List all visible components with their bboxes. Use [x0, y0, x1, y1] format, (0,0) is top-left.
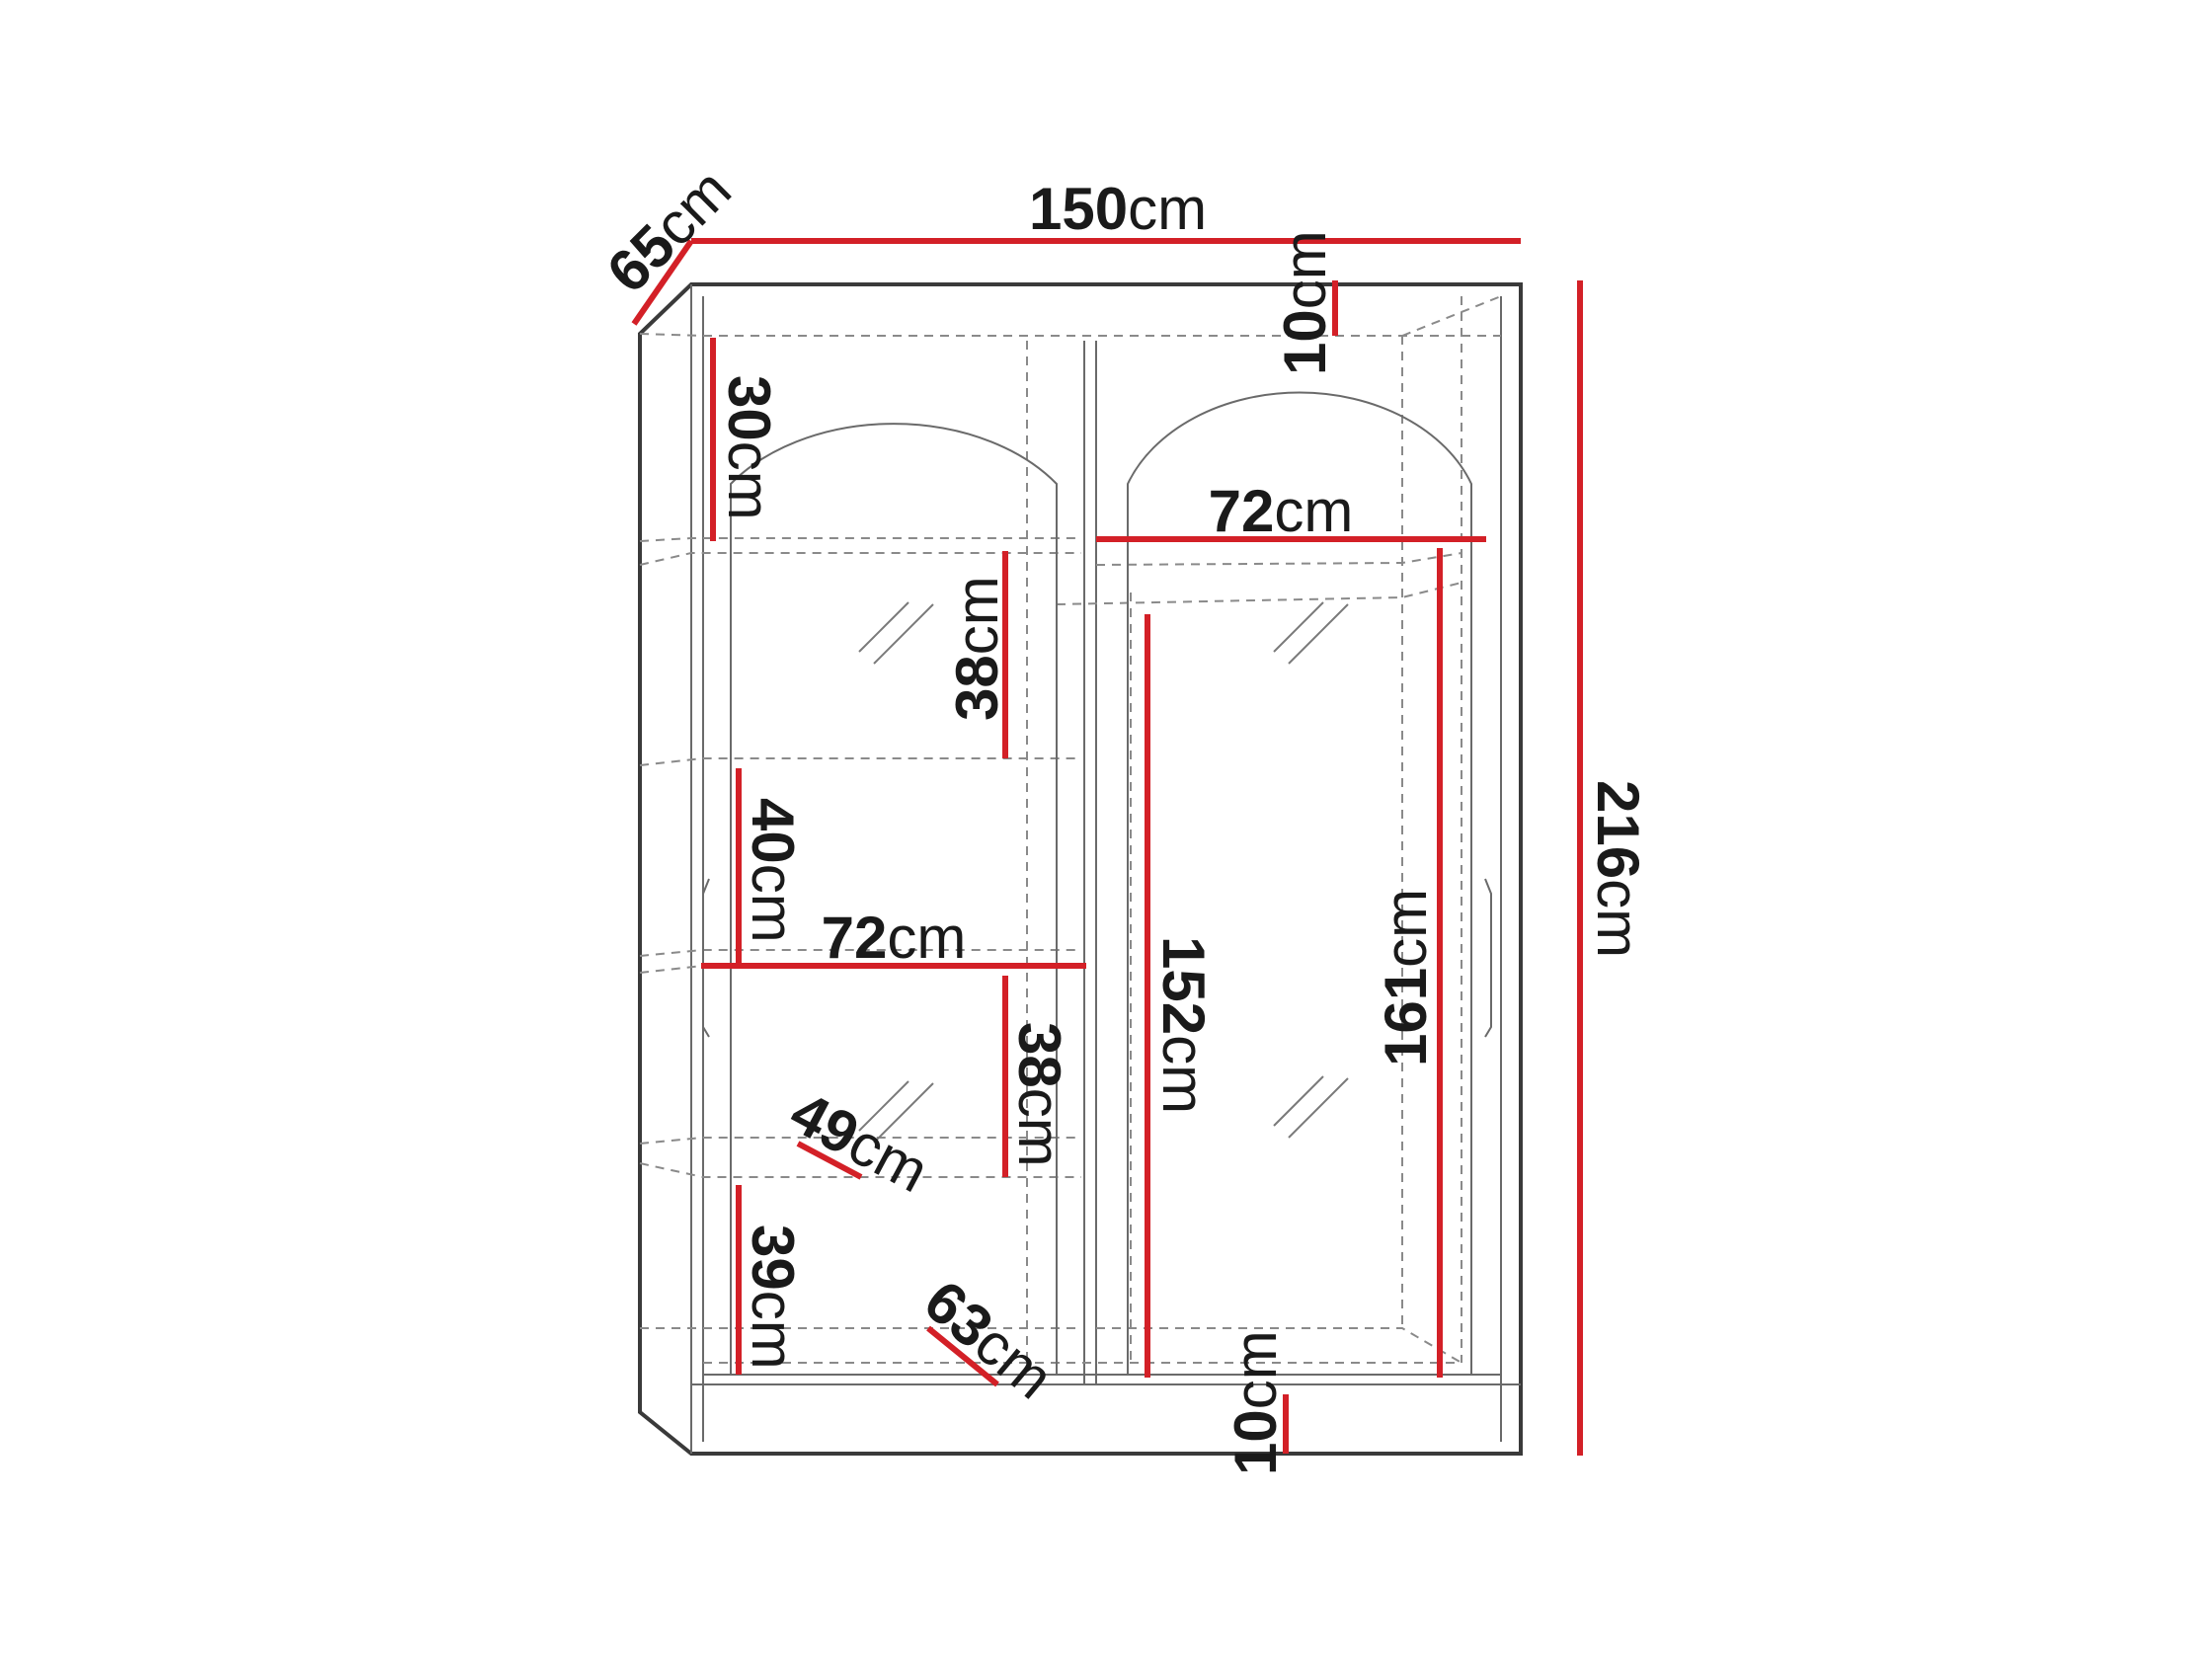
hanging-height-label: 152cm	[1150, 936, 1217, 1114]
depth-line	[631, 239, 694, 326]
door-arches	[730, 391, 1472, 1375]
right-handle	[1484, 878, 1492, 1038]
right-width-label: 72cm	[1209, 478, 1354, 544]
bottom-depth-line	[926, 1325, 999, 1387]
glass-reflections	[858, 601, 1349, 1144]
shelf-top-left-label: 38cm	[944, 576, 1010, 721]
dimension-labels: 150cm 65cm 216cm 10cm 10cm 30cm 38cm 40c…	[594, 156, 1651, 1475]
dimension-lines	[631, 238, 1583, 1456]
left-handle	[702, 878, 710, 1038]
door-height-label: 161cm	[1373, 889, 1439, 1066]
shelf-depth-label: 49cm	[780, 1078, 939, 1205]
width-label: 150cm	[1029, 176, 1207, 242]
shelf-depth-line	[796, 1141, 863, 1180]
left-arch	[730, 423, 1058, 1375]
top-panel-label: 10cm	[1272, 230, 1338, 375]
right-arch	[1127, 391, 1472, 1375]
shelf-lower-label: 38cm	[1006, 1022, 1072, 1167]
shelf-middle-label: 40cm	[740, 798, 806, 943]
arch-height-label: 30cm	[716, 375, 782, 520]
shelf-bottom-label: 39cm	[740, 1224, 806, 1370]
height-label: 216cm	[1585, 780, 1651, 958]
left-width-label: 72cm	[822, 905, 967, 971]
bottom-depth-label: 63cm	[912, 1268, 1066, 1412]
plinth-label: 10cm	[1223, 1330, 1289, 1475]
handles	[702, 878, 1492, 1038]
